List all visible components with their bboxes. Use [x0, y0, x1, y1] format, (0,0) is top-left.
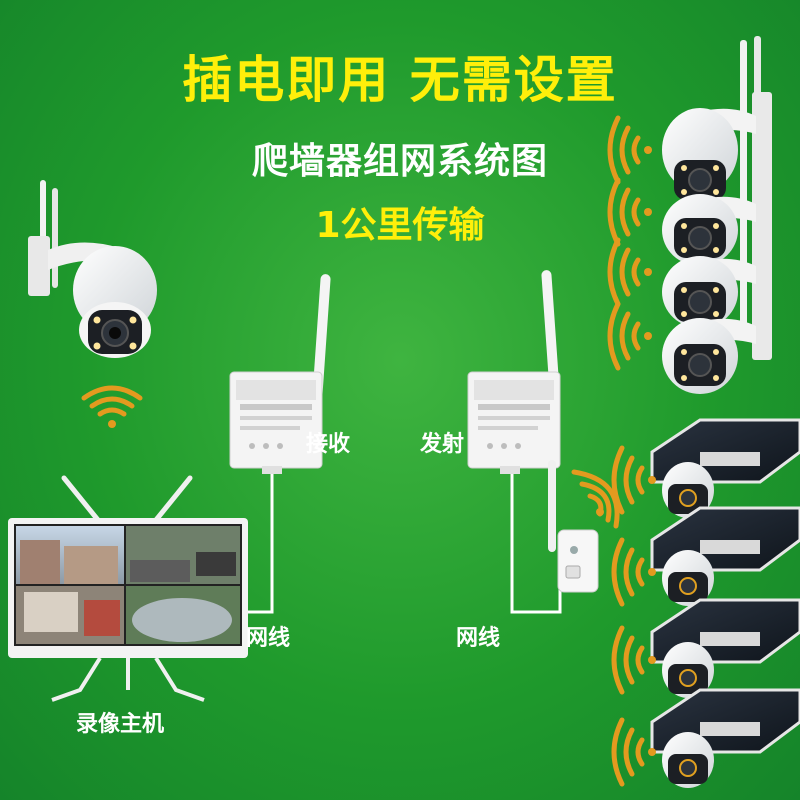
wifi-signal-icon: [611, 717, 656, 787]
tower-camera-1: [662, 108, 756, 200]
wifi-signal-icon: [81, 385, 143, 428]
solar-camera-icon: [650, 506, 800, 606]
cable-left: [240, 470, 274, 614]
solar-camera-icon: [650, 418, 800, 518]
tower-camera-4: [662, 318, 756, 394]
solar-signals: [611, 445, 656, 787]
wifi-signal-icon: [571, 469, 620, 529]
ptz-camera-icon: [28, 180, 157, 358]
wireless-bridge-transmitter: [467, 270, 561, 474]
solar-camera-icon: [650, 598, 800, 698]
wifi-signal-icon: [611, 445, 656, 515]
range-text: 1公里传输: [315, 205, 485, 246]
transmit-label: 发射: [420, 432, 465, 457]
tower-camera-3: [662, 256, 756, 328]
headline: 插电即用 无需设置: [182, 51, 618, 109]
monitor-icon: [8, 475, 248, 702]
cable-right: [510, 470, 562, 614]
tower-camera-2: [662, 194, 756, 266]
wifi-signal-icon: [611, 537, 656, 607]
wifi-signal-icon: [607, 115, 652, 185]
solar-camera-icon: [650, 688, 800, 788]
wifi-signal-icon: [607, 301, 652, 371]
cable-label-right: 网线: [456, 626, 501, 651]
receive-label: 接收: [306, 432, 351, 457]
wifi-signal-icon: [611, 625, 656, 695]
wifi-signal-icon: [607, 177, 652, 247]
tower-signals: [607, 115, 652, 371]
nvr-label: 录像主机: [76, 712, 165, 737]
wifi-signal-icon: [607, 237, 652, 307]
cable-label-left: 网线: [246, 626, 291, 651]
camera-tower: [662, 36, 772, 394]
wireless-bridge-receiver: [229, 274, 331, 474]
wifi-router-icon: [548, 460, 599, 593]
diagram-title: 爬墙器组网系统图: [251, 141, 548, 182]
